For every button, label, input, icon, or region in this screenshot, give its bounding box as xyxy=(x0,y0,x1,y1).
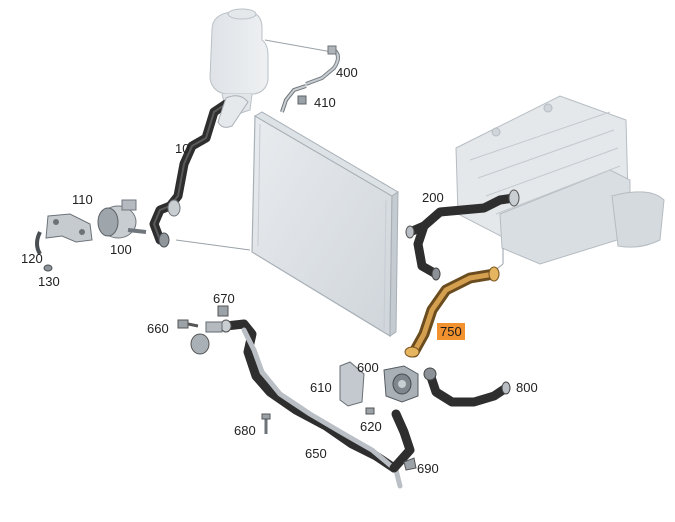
aux-water-pump xyxy=(97,199,147,239)
label-670: 670 xyxy=(213,291,235,306)
label-750-highlighted: 750 xyxy=(437,323,465,340)
label-660: 660 xyxy=(147,321,169,336)
label-410: 410 xyxy=(314,95,336,110)
label-650: 650 xyxy=(305,446,327,461)
connector-660 xyxy=(177,319,199,329)
label-800: 800 xyxy=(516,380,538,395)
radiator xyxy=(251,111,399,338)
hose-800 xyxy=(423,367,511,407)
label-620: 620 xyxy=(360,419,382,434)
label-680: 680 xyxy=(234,423,256,438)
label-400: 400 xyxy=(336,65,358,80)
bolt-680 xyxy=(261,413,271,434)
sensor-620 xyxy=(365,407,375,415)
hose-10 xyxy=(149,95,249,248)
leader-10 xyxy=(175,239,251,251)
bracket-110 xyxy=(45,213,93,243)
label-110: 110 xyxy=(72,192,93,207)
connector-670 xyxy=(217,305,229,317)
label-600: 600 xyxy=(357,360,379,375)
engine-module xyxy=(455,95,665,265)
label-610: 610 xyxy=(310,380,332,395)
hose-650 xyxy=(190,319,415,489)
clip-690 xyxy=(403,457,417,471)
label-130: 130 xyxy=(38,274,60,289)
label-200: 200 xyxy=(422,190,444,205)
label-100: 100 xyxy=(110,242,132,257)
label-10: 10 xyxy=(175,141,190,156)
label-690: 690 xyxy=(417,461,439,476)
label-120: 120 xyxy=(21,251,43,266)
vent-line-410 xyxy=(280,84,307,113)
hose-750-highlighted xyxy=(404,266,500,358)
clamp-120 xyxy=(35,231,42,256)
hose-200 xyxy=(405,189,520,281)
coolant-pump-600 xyxy=(383,365,419,403)
bolt-130 xyxy=(43,264,53,272)
leader-400 xyxy=(264,39,333,53)
vent-line-400 xyxy=(305,45,340,86)
bracket-610 xyxy=(339,361,365,407)
